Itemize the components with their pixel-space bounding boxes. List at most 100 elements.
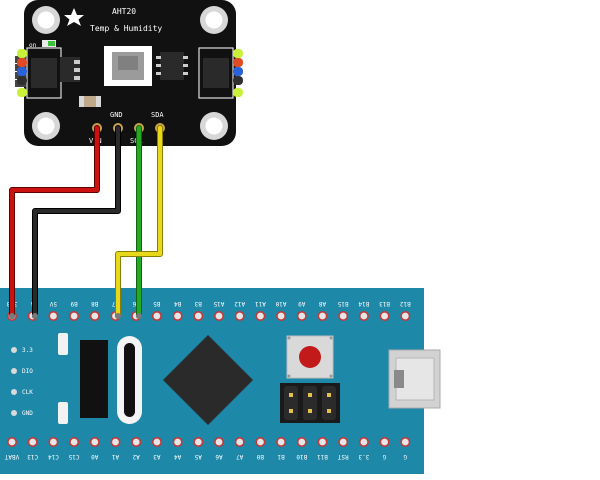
- debug-pin-label: DIO: [22, 368, 33, 375]
- mcu-top-pin-pad: [172, 310, 183, 321]
- debug-pad: [11, 347, 17, 353]
- mcu-top-pin-label: A11: [255, 300, 266, 307]
- pin-label-gnd: GND: [110, 111, 123, 119]
- mcu-top-pin-pad: [358, 310, 369, 321]
- mcu-bottom-pin-pad: [338, 436, 349, 447]
- crystal-inner: [124, 343, 135, 417]
- stemma-connector-right: [198, 47, 243, 99]
- debug-pin-label: GND: [22, 410, 33, 417]
- mcu-bottom-pin-pad: [48, 436, 59, 447]
- mcu-top-pin-pad: [234, 310, 245, 321]
- mcu-bottom-pin-pad: [379, 436, 390, 447]
- mcu-top-pin-pad: [400, 310, 411, 321]
- mcu-bottom-pin-pad: [89, 436, 100, 447]
- mcu-top-pin-pad: [214, 310, 225, 321]
- debug-pad: [11, 410, 17, 416]
- mounting-hole-center: [37, 117, 55, 135]
- mounting-hole-center: [37, 11, 55, 29]
- mcu-top-pin-pad: [89, 310, 100, 321]
- mcu-bottom-pin-label: B11: [317, 453, 328, 460]
- wires: [9, 125, 163, 319]
- mcu-bottom-pin-label: 3.3: [358, 453, 369, 460]
- mcu-top-pin-label: A10: [275, 300, 286, 307]
- mcu-bottom-pin-pad: [131, 436, 142, 447]
- mcu-bottom-pin-pad: [69, 436, 80, 447]
- debug-pin-label: 3.3: [22, 347, 33, 354]
- mcu-bottom-pin-pad: [255, 436, 266, 447]
- mcu-top-pin-pad: [151, 310, 162, 321]
- mcu-bottom-pin-pad: [172, 436, 183, 447]
- smd-resistor: [79, 96, 101, 107]
- wire-vin-red: [9, 125, 100, 319]
- mcu-top-pin-label: B15: [337, 300, 348, 307]
- wire-vin-red-core: [10, 126, 99, 318]
- wire-end-gnd: [32, 313, 38, 319]
- mcu-top-pin-pad: [276, 310, 287, 321]
- sensor-subtitle: Temp & Humidity: [90, 24, 162, 33]
- smd-capacitor: [58, 402, 68, 424]
- mcu-bottom-pin-pad: [110, 436, 121, 447]
- mcu-bottom-pin-label: A6: [215, 453, 223, 460]
- mcu-bottom-pin-label: G: [403, 453, 407, 460]
- smd-chip-right: [156, 52, 188, 80]
- usb-connector: [388, 349, 441, 409]
- wire-end-scl: [136, 313, 142, 319]
- mcu-top-pin-label: A15: [213, 300, 224, 307]
- mcu-bottom-pin-label: VBAT: [4, 453, 19, 460]
- mcu-bottom-pin-pads: [7, 436, 411, 447]
- mcu-bottom-pin-label: C15: [68, 453, 79, 460]
- mcu-bottom-pin-pad: [296, 436, 307, 447]
- mounting-hole-center: [205, 11, 223, 29]
- mcu-bottom-pin-label: A7: [236, 453, 244, 460]
- debug-pin-label: CLK: [22, 389, 33, 396]
- mcu-top-pin-label: B13: [379, 300, 390, 307]
- wire-gnd-black: [32, 125, 121, 319]
- debug-pad: [11, 389, 17, 395]
- mcu-top-pin-label: B4: [174, 300, 182, 307]
- pin-label-sda: SDA: [151, 111, 164, 119]
- mcu-bottom-pin-label: B0: [256, 453, 264, 460]
- wire-sda-yellow-core: [116, 126, 162, 318]
- mcu-top-pin-pad: [296, 310, 307, 321]
- debug-header: 3.3 DIO CLK GND: [11, 347, 33, 417]
- power-led-label: on: [29, 42, 37, 49]
- mcu-bottom-pin-label: A4: [174, 453, 182, 460]
- reset-button: [286, 335, 334, 379]
- mcu-top-pin-pad: [379, 310, 390, 321]
- mcu-bottom-pin-label: B1: [277, 453, 285, 460]
- mcu-top-pin-pad: [69, 310, 80, 321]
- mcu-top-pin-label: B5: [153, 300, 161, 307]
- smd-capacitor: [58, 333, 68, 355]
- mcu-bottom-pin-label: A5: [194, 453, 202, 460]
- mcu-top-pin-label: B8: [91, 300, 99, 307]
- power-led-lens: [48, 41, 55, 46]
- mcu-bottom-pin-pad: [358, 436, 369, 447]
- wire-end-vin: [9, 313, 15, 319]
- wire-gnd-black-core: [33, 126, 120, 318]
- debug-pad: [11, 368, 17, 374]
- mcu-bottom-pin-pad: [400, 436, 411, 447]
- mcu-bottom-pin-label: C13: [27, 453, 38, 460]
- sensor-board: AHT20 Temp & Humidity on: [15, 0, 243, 146]
- mcu-bottom-pin-label: C14: [48, 453, 59, 460]
- mcu-top-pin-label: A8: [319, 300, 327, 307]
- mcu-bottom-pin-pad: [151, 436, 162, 447]
- mcu-top-pin-pad: [193, 310, 204, 321]
- sensor-name: AHT20: [112, 7, 136, 16]
- flower-logo-icon: [64, 8, 84, 26]
- mcu-top-pin-label: B14: [358, 300, 369, 307]
- mounting-hole-center: [205, 117, 223, 135]
- mcu-bottom-pin-pad: [234, 436, 245, 447]
- voltage-regulator: [80, 340, 108, 418]
- mcu-bottom-pin-label: A2: [132, 453, 140, 460]
- boot-jumper-header: [280, 383, 340, 423]
- mcu-top-pin-pad: [255, 310, 266, 321]
- mcu-bottom-pin-pad: [214, 436, 225, 447]
- mcu-bottom-pin-pad: [193, 436, 204, 447]
- mcu-bottom-pin-pad: [276, 436, 287, 447]
- mcu-chip: [163, 335, 253, 425]
- mcu-bottom-pin-label: A0: [91, 453, 99, 460]
- mcu-bottom-pin-pad: [7, 436, 17, 447]
- wire-end-sda: [115, 313, 121, 319]
